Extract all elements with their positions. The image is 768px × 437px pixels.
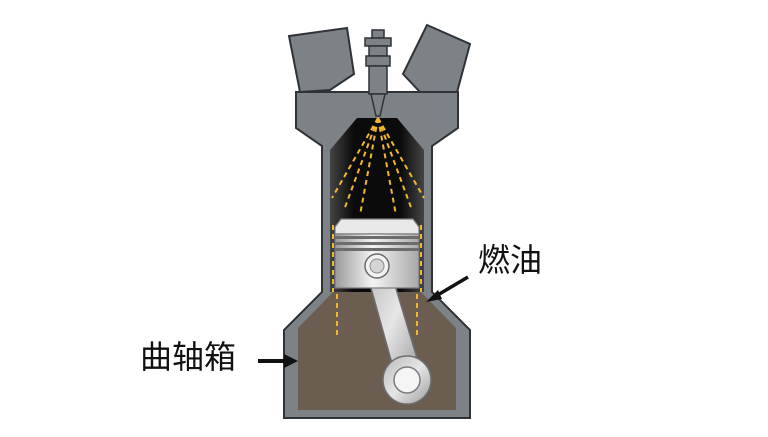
fuel-wall-film: [332, 225, 422, 336]
spark-plug: [364, 29, 392, 117]
fuel-pointer-arrow: [426, 275, 469, 302]
crankcase-label: 曲轴箱: [140, 338, 237, 376]
left-port: [287, 26, 356, 94]
piston: [334, 218, 420, 289]
fuel-spray: [331, 117, 425, 216]
right-port: [401, 23, 472, 98]
fuel-label: 燃油: [478, 241, 543, 279]
crankcase-pointer-arrow: [258, 354, 298, 368]
